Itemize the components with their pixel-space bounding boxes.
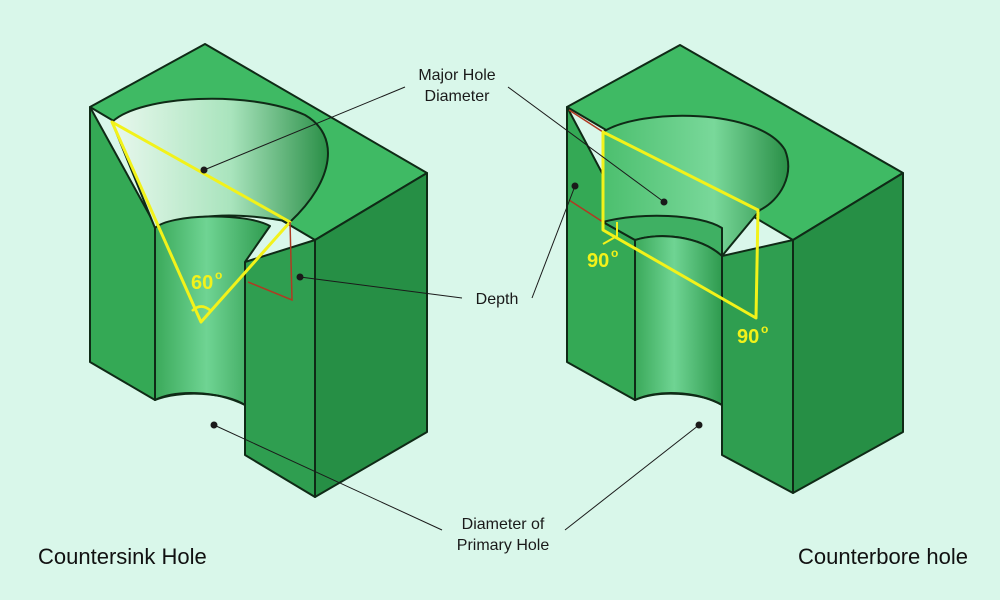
depth-leader-right — [531, 185, 576, 299]
major-hole-leader-left — [203, 86, 406, 171]
countersink-caption: Countersink Hole — [38, 544, 207, 569]
counterbore-angle-right-value: 90 — [737, 326, 759, 348]
leader-lines — [203, 86, 700, 531]
countersink-front-face — [244, 239, 316, 498]
countersink-angle-value: 60 — [191, 272, 213, 294]
major-hole-label-line2: Diameter — [425, 88, 491, 105]
counterbore-angle-right-degree: o — [761, 322, 768, 336]
counterbore-angle-left-degree: o — [611, 246, 618, 260]
major-hole-label-line1: Major Hole — [418, 67, 495, 84]
counterbore-profile-outline — [601, 130, 760, 320]
counterbore-right-angle-mark — [602, 222, 618, 245]
countersink-depth-marker — [247, 221, 293, 302]
primary-hole-leader-left — [213, 424, 443, 531]
primary-hole-label-line1: Diameter of — [462, 516, 545, 533]
counterbore-caption: Counterbore hole — [798, 544, 968, 569]
counterbore-angle-left-value: 90 — [587, 250, 609, 272]
major-hole-leader-right — [507, 86, 665, 203]
primary-hole-leader-right — [564, 424, 700, 531]
depth-leader-left — [299, 276, 463, 299]
depth-label: Depth — [476, 291, 519, 308]
countersink-angle-triangle — [110, 120, 292, 324]
countersink-block — [89, 43, 428, 498]
counterbore-bore — [634, 235, 723, 406]
leader-dots — [200, 166, 703, 429]
countersink-degree-mark: o — [215, 268, 222, 282]
counterbore-block — [566, 44, 904, 494]
primary-hole-label-line2: Primary Hole — [457, 537, 550, 554]
